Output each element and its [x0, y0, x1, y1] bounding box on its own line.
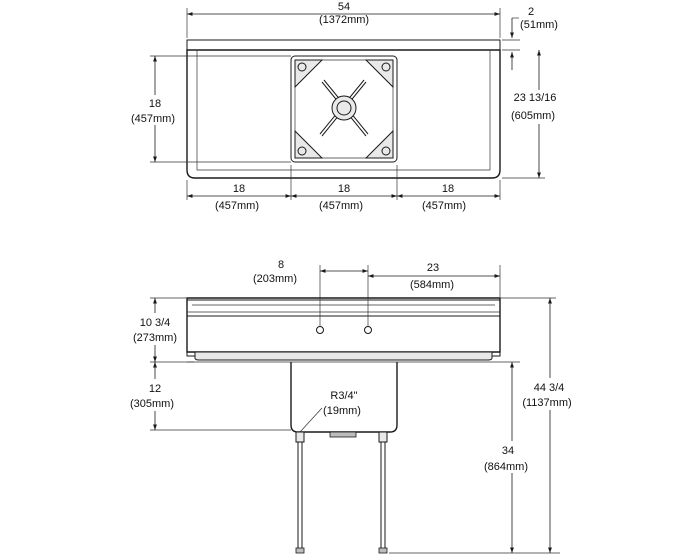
dim-bowl-width-mm: (457mm) — [319, 200, 363, 212]
front-view: 8 (203mm) 23 (584mm) 10 3/4 (273mm) 12 (… — [124, 259, 580, 554]
dim-faucet-spacing-mm: (203mm) — [253, 273, 297, 285]
dim-right-drainboard-in: 18 — [442, 183, 454, 195]
dim-faucet-spacing-in: 8 — [278, 259, 284, 271]
bowl-outer — [290, 55, 398, 163]
backsplash-front — [186, 297, 501, 353]
dim-overall-depth-mm: (605mm) — [511, 110, 555, 122]
dim-backsplash-height-in: 10 3/4 — [140, 317, 171, 329]
dim-faucet-to-edge-mm: (584mm) — [410, 279, 454, 291]
drainboard-edge — [196, 50, 491, 171]
dim-overall-height-mm: (1137mm) — [522, 397, 571, 409]
dim-corner-radius-in: R3/4" — [330, 390, 357, 402]
dim-backsplash-in: 2 — [528, 6, 534, 18]
top-view: 54 (1372mm) 2 (51mm) 23 13/16 (605mm) 18… — [128, 1, 568, 212]
faucet-hole-left — [316, 326, 324, 334]
sink-top-outline — [186, 49, 501, 179]
legs — [295, 431, 388, 554]
rim-front — [194, 351, 493, 361]
dim-bowl-height-mm: (305mm) — [130, 398, 174, 410]
dim-overall-width-in: 54 — [338, 1, 350, 13]
dim-bowl-depth-in: 18 — [149, 98, 161, 110]
dim-backsplash-height-mm: (273mm) — [133, 332, 177, 344]
dim-left-drainboard-mm: (457mm) — [215, 200, 259, 212]
drain-body — [329, 431, 357, 438]
bowl-inner — [294, 59, 394, 159]
backsplash-top — [186, 39, 501, 51]
dim-overall-width-mm: (1372mm) — [319, 14, 369, 26]
dim-right-drainboard-mm: (457mm) — [422, 200, 466, 212]
drain — [319, 79, 369, 137]
dim-overall-depth-in: 23 13/16 — [514, 92, 557, 104]
dim-faucet-to-edge-in: 23 — [427, 262, 439, 274]
faucet-hole-right — [364, 326, 372, 334]
dim-bowl-depth-mm: (457mm) — [131, 113, 175, 125]
dim-left-drainboard-in: 18 — [233, 183, 245, 195]
dim-backsplash-mm: (51mm) — [520, 19, 558, 31]
dim-corner-radius-mm: (19mm) — [323, 405, 361, 417]
bowl-corners — [294, 59, 394, 159]
dim-bowl-width-in: 18 — [338, 183, 350, 195]
dim-rim-height-mm: (864mm) — [484, 461, 528, 473]
dim-overall-height-in: 44 3/4 — [534, 382, 565, 394]
dim-bowl-height-in: 12 — [149, 383, 161, 395]
dim-rim-height-in: 34 — [502, 445, 514, 457]
